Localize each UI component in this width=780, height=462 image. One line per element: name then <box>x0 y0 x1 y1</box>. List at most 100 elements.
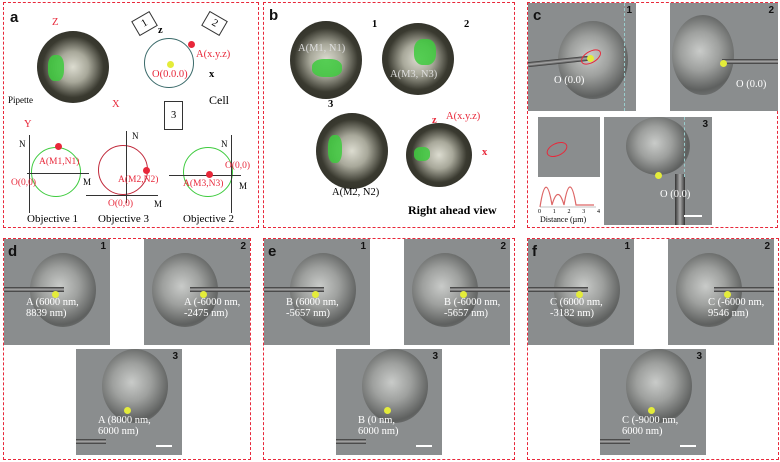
view-number: 1 <box>372 19 378 30</box>
panel-label: e <box>268 243 277 260</box>
microscopy-view-1: c 1 O (0.0) <box>528 3 636 111</box>
m-label: M <box>239 181 248 191</box>
scale-bar <box>680 445 696 447</box>
view-number: 3 <box>328 99 334 110</box>
panel-e: 1 B (6000 nm, -5657 nm)e 2 B (-6000 nm, … <box>263 238 515 460</box>
panel-label: a <box>10 9 19 26</box>
panel-label: f <box>532 243 537 260</box>
coordinate-label: B (-6000 nm, -5657 nm) <box>444 297 501 320</box>
view-number: 2 <box>764 241 770 252</box>
plot-objective-1: N A(M1,N1) O(0,0) M Objective 1 <box>9 133 92 228</box>
plot-objective-3: N A(M2,N2) O(0,0) M Objective 3 <box>86 129 166 228</box>
point-label: A(M1,N1) <box>39 157 80 167</box>
microscopy-view-3: 3 B (0 nm, 6000 nm) <box>336 349 442 455</box>
panel-c: c 1 O (0.0) 2 O (0.0) 0 1 2 3 4 Distance (µm… <box>527 2 778 228</box>
origin-label: O(0.0.0) <box>152 69 188 80</box>
n-label: N <box>221 139 228 149</box>
view-number: 3 <box>172 351 178 362</box>
view-number: 3 <box>432 351 438 362</box>
coordinate-label: A (-6000 nm, -2475 nm) <box>184 297 241 320</box>
microscopy-view-2: 2 B (-6000 nm, -5657 nm) <box>404 239 510 345</box>
axis-y: Y <box>24 119 32 130</box>
x-axis-label: Distance (µm) <box>540 215 587 224</box>
view-number: 1 <box>360 241 366 252</box>
microscopy-view-3: 3 C (-9000 nm, 6000 nm) <box>600 349 706 455</box>
scale-bar <box>684 215 702 217</box>
coordinate-label: A (8000 nm, 6000 nm) <box>98 415 151 438</box>
coordinate-label: C (-9000 nm, 6000 nm) <box>622 415 679 438</box>
plot-title: Objective 1 <box>27 213 79 225</box>
view-point-label: A(M3, N3) <box>390 69 438 80</box>
point-3d-label: A(x.y.z) <box>446 111 481 122</box>
tick: 3 <box>582 209 586 215</box>
scale-bar <box>156 445 172 447</box>
objective-icon-1: 1 <box>131 10 159 37</box>
origin-label: O (0.0) <box>554 75 585 86</box>
tick: 2 <box>567 209 571 215</box>
point-label: A(M3,N3) <box>183 179 224 189</box>
panel-b: b 1 A(M1, N1) 2 A(M3, N3) 3 A(M2, N2) A(… <box>263 2 515 228</box>
view-point-label: A(M1, N1) <box>298 43 346 54</box>
view-number: 2 <box>464 19 470 30</box>
point-label: A(M2,N2) <box>118 175 159 185</box>
microscopy-view-2: 2 O (0.0) <box>670 3 778 111</box>
coordinate-sphere <box>144 38 194 88</box>
plot-title: Objective 2 <box>183 213 235 225</box>
zoom-inset <box>538 117 600 177</box>
panel-label: c <box>533 7 542 24</box>
axis-z: Z <box>52 17 59 28</box>
origin-label: O(0,0) <box>225 161 251 171</box>
pipette-label: Pipette <box>8 95 33 105</box>
point-a-label: A(x.y.z) <box>196 49 231 60</box>
profile-curve <box>539 186 596 208</box>
origin-label: O (0.0) <box>660 189 691 200</box>
view-number: 2 <box>240 241 246 252</box>
plot-title: Objective 3 <box>98 213 150 225</box>
microscopy-view-2: 2 A (-6000 nm, -2475 nm) <box>144 239 250 345</box>
coordinate-label: B (0 nm, 6000 nm) <box>358 415 399 438</box>
cell-label: Cell <box>209 93 229 107</box>
scale-bar <box>416 445 432 447</box>
plot-objective-2: N A(M3,N3) O(0,0) M Objective 2 <box>169 133 259 228</box>
microscopy-view-2: 2 C (-6000 nm, 9546 nm) <box>668 239 774 345</box>
m-label: M <box>154 199 163 209</box>
origin-marker <box>167 61 174 68</box>
tick: 0 <box>538 209 541 215</box>
panel-f: 1 C (6000 nm, -3182 nm) f 2 C (-6000 nm, … <box>527 238 779 460</box>
microscopy-view-1: 1 B (6000 nm, -5657 nm)e <box>264 239 370 345</box>
view-number: 3 <box>702 119 708 130</box>
view-number: 1 <box>624 241 630 252</box>
objective-icon-2: 2 <box>201 10 229 37</box>
microscopy-view-1: 1 A (6000 nm, 8839 nm)d <box>4 239 110 345</box>
microscopy-view-3: 3 A (8000 nm, 6000 nm) <box>76 349 182 455</box>
n-label: N <box>132 131 139 141</box>
view-point-label: A(M2, N2) <box>332 187 380 198</box>
coordinate-label: A (6000 nm, 8839 nm) <box>26 297 79 320</box>
axis-z: z <box>432 115 437 126</box>
objective-icon-3: 3 <box>164 101 184 130</box>
view-number: 2 <box>768 5 774 16</box>
point-a-marker <box>188 41 195 48</box>
origin-label: O(0,0) <box>108 199 134 209</box>
origin-label: O(0,0) <box>11 178 37 188</box>
view-number: 1 <box>626 5 632 16</box>
caption: Right ahead view <box>408 203 497 217</box>
panel-label: d <box>8 243 18 260</box>
tick: 4 <box>597 209 600 215</box>
panel-a: a Z X Y Pipette 1 2 3 z x A(x.y.z) O(0.0… <box>3 2 259 228</box>
cell-view-3 <box>316 113 388 189</box>
axis-z2: z <box>158 25 163 36</box>
green-region <box>48 55 64 81</box>
m-label: M <box>83 177 92 187</box>
origin-label: O (0.0) <box>736 79 767 90</box>
microscopy-view-3: 3 O (0.0) <box>604 117 712 225</box>
panel-d: 1 A (6000 nm, 8839 nm)d 2 A (-6000 nm, -… <box>3 238 251 460</box>
view-number: 3 <box>696 351 702 362</box>
coordinate-label: C (6000 nm, -3182 nm) <box>550 297 603 320</box>
n-label: N <box>19 139 26 149</box>
axis-x2: x <box>209 69 215 80</box>
panel-label: b <box>269 7 279 24</box>
microscopy-view-1: 1 C (6000 nm, -3182 nm) f <box>528 239 634 345</box>
coordinate-label: C (-6000 nm, 9546 nm) <box>708 297 765 320</box>
